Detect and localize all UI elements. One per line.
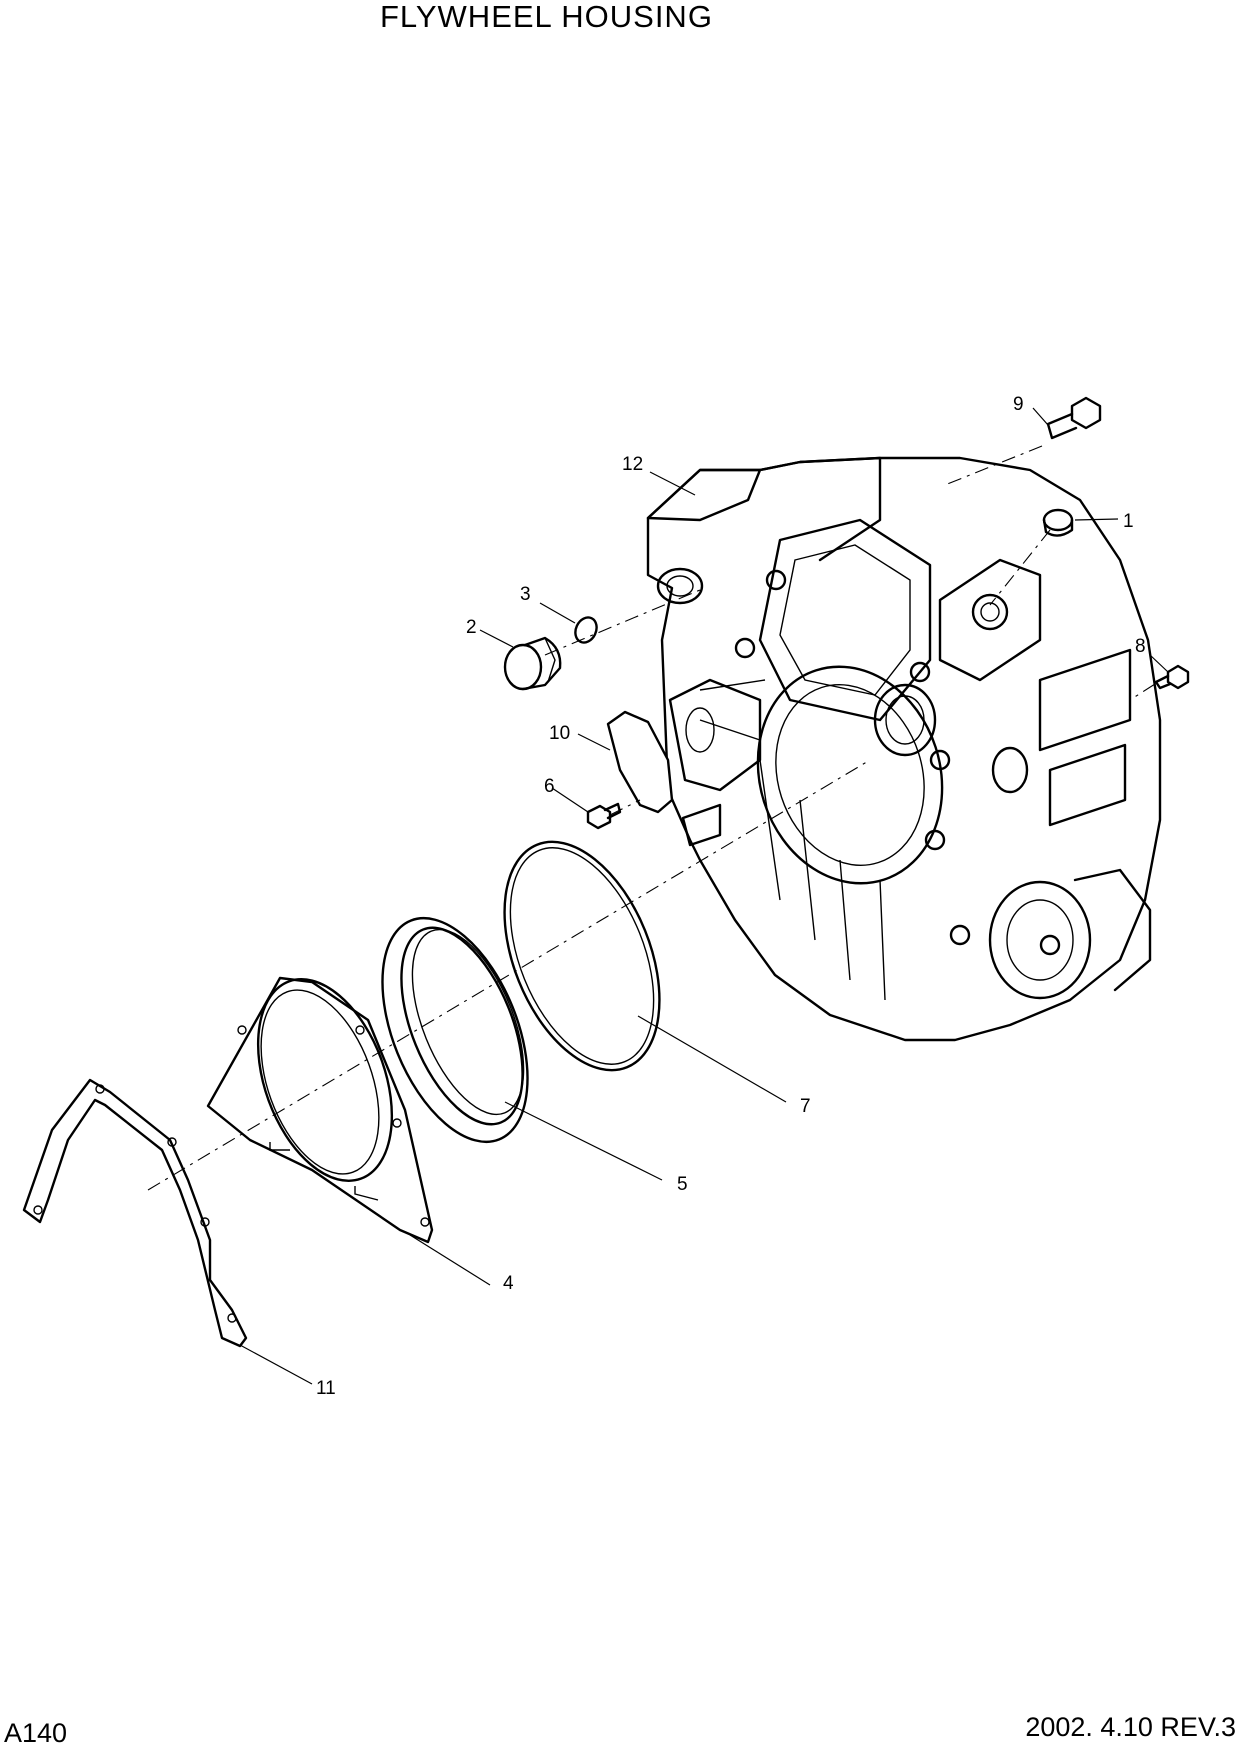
- flywheel-housing[interactable]: [646, 456, 1162, 1042]
- part-3-o-ring[interactable]: [571, 614, 600, 646]
- revision-date: 2002. 4.10 REV.3: [1025, 1712, 1236, 1742]
- part-5-seal[interactable]: [353, 897, 556, 1162]
- part-9-bolt[interactable]: [1046, 396, 1102, 440]
- callout-4: 4: [503, 1273, 514, 1294]
- callout-labels: 1 2 3 4 5 6 7 8 9 10 11 12: [316, 394, 1146, 1399]
- callout-6: 6: [544, 776, 555, 797]
- callout-3: 3: [520, 584, 531, 605]
- page-title: FLYWHEEL HOUSING: [380, 0, 713, 34]
- callout-12: 12: [622, 454, 643, 475]
- part-2-plug[interactable]: [503, 636, 562, 691]
- part-6-bolt[interactable]: [586, 802, 622, 830]
- part-8-bolt[interactable]: [1154, 664, 1190, 690]
- callout-9: 9: [1013, 394, 1024, 415]
- part-4-seal-housing[interactable]: [206, 961, 434, 1244]
- callout-2: 2: [466, 617, 477, 638]
- part-1-plug[interactable]: [1042, 508, 1074, 537]
- callout-11: 11: [316, 1378, 336, 1399]
- callout-10: 10: [549, 723, 570, 744]
- part-7-o-ring[interactable]: [474, 819, 690, 1092]
- page-code: A140: [4, 1718, 68, 1748]
- callout-1: 1: [1123, 511, 1134, 532]
- centerlines: [147, 445, 1156, 1191]
- callout-7: 7: [800, 1096, 811, 1117]
- part-11-gasket[interactable]: [22, 1078, 248, 1348]
- callout-8: 8: [1135, 636, 1146, 657]
- callout-5: 5: [677, 1174, 688, 1195]
- part-10-cover-plate[interactable]: [606, 710, 674, 814]
- leader-lines: [239, 407, 1169, 1385]
